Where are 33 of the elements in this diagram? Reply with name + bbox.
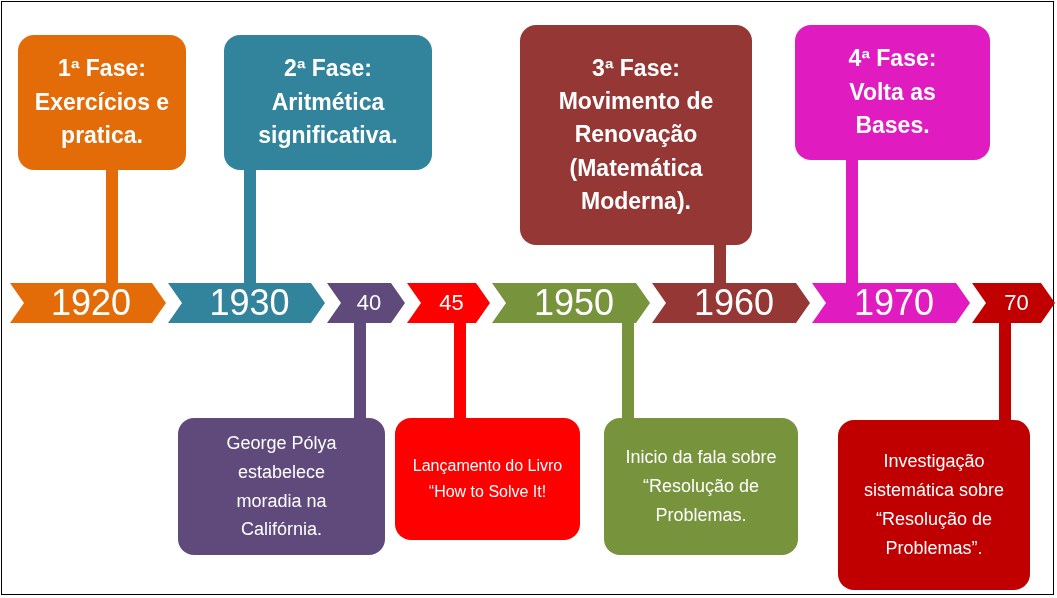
connector-line xyxy=(106,170,118,283)
phase-box xyxy=(18,35,186,170)
phase-text: 4ª Fase: Volta as Bases. xyxy=(847,44,938,141)
year-label: 70 xyxy=(1003,290,1029,316)
phase-box xyxy=(224,35,432,170)
phase-box xyxy=(520,25,752,245)
phase-text: 3ª Fase: Movimento de Renovação (Matemática Moderna). xyxy=(557,53,715,216)
year-label: 1920 xyxy=(49,282,132,324)
phase-box xyxy=(795,25,990,160)
year-label: 40 xyxy=(355,290,382,316)
event-text: Lançamento do Livro “How to Solve It! xyxy=(412,456,563,502)
event-box xyxy=(395,418,580,540)
connector-line xyxy=(714,245,726,283)
phase-text: 1ª Fase: Exercícios e pratica. xyxy=(33,54,171,151)
event-text: Inicio da fala sobre “Resolução de Problemas. xyxy=(624,446,778,527)
event-box xyxy=(604,418,798,555)
year-label: 1970 xyxy=(852,282,935,324)
connector-line xyxy=(622,323,634,418)
connector-line xyxy=(244,170,256,283)
connector-line xyxy=(354,323,366,418)
connector-line xyxy=(454,323,466,418)
year-segment xyxy=(972,283,1055,323)
year-label: 1960 xyxy=(692,282,775,324)
event-box xyxy=(838,420,1030,590)
event-text: Investigação sistemática sobre “Resolução de Problemas”. xyxy=(862,450,1006,560)
year-label: 1930 xyxy=(208,282,290,324)
year-label: 1950 xyxy=(532,282,615,324)
year-label: 45 xyxy=(438,290,464,316)
phase-text: 2ª Fase: Aritmética significativa. xyxy=(257,54,399,151)
event-text: George Pólya estabelece moradia na Califórnia. xyxy=(225,431,338,542)
connector-line xyxy=(999,323,1011,420)
connector-line xyxy=(846,160,858,283)
event-box xyxy=(178,418,385,555)
